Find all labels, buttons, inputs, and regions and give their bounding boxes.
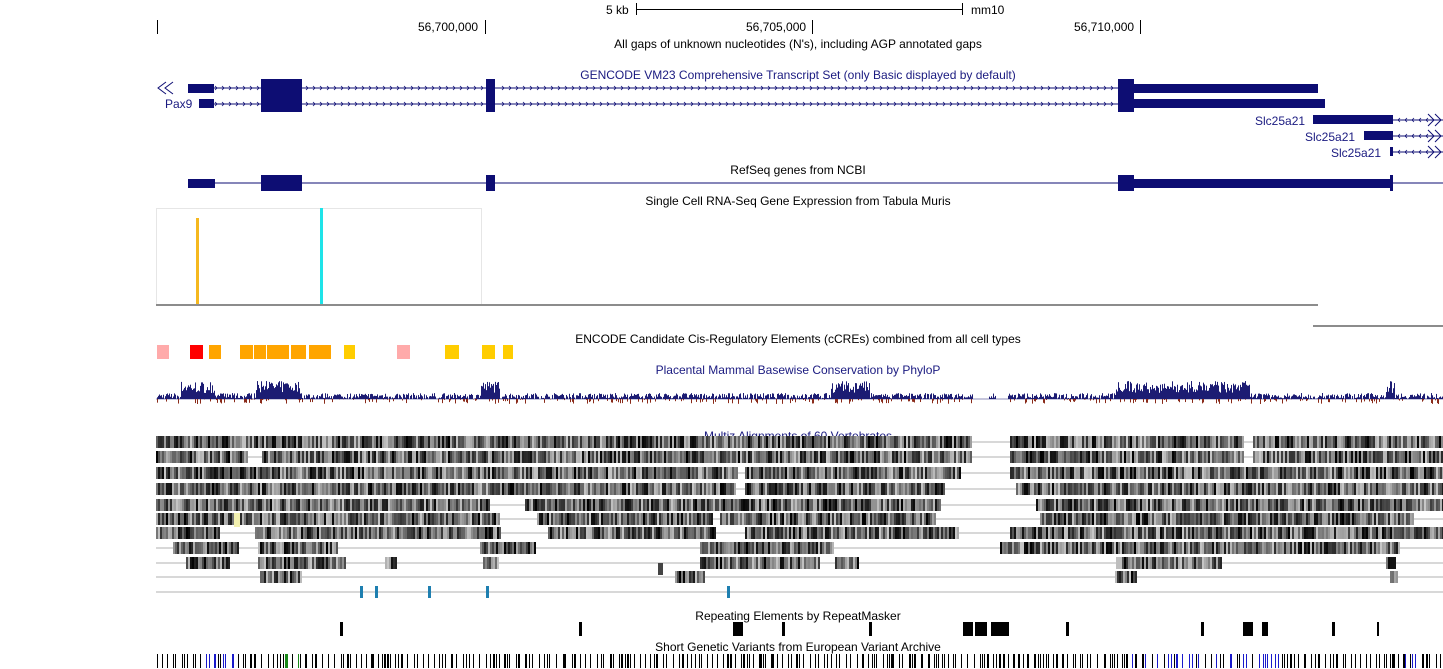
repeat-element bbox=[782, 622, 785, 636]
gene-label-pax9[interactable]: Pax9 bbox=[165, 97, 193, 111]
refseq-pax9-gene[interactable] bbox=[188, 175, 1443, 191]
ruler-label-2: 56,705,000 bbox=[746, 20, 807, 34]
ccre-box bbox=[503, 345, 513, 359]
gencode-pax9-transcript-1[interactable] bbox=[188, 79, 1318, 97]
ccre-box bbox=[344, 345, 355, 359]
gene-label-slc25a21-2[interactable]: Slc25a21 bbox=[1305, 130, 1356, 144]
ccre-box bbox=[291, 345, 306, 359]
gencode-slc25a21-transcripts[interactable] bbox=[1313, 115, 1443, 156]
repeat-element bbox=[1066, 622, 1069, 636]
repeatmasker-elements[interactable] bbox=[340, 622, 1379, 636]
repeat-element bbox=[1262, 622, 1268, 636]
tabula-bar-orange[interactable] bbox=[196, 218, 199, 304]
encode-ccre-elements[interactable] bbox=[157, 345, 513, 359]
repeat-track-title[interactable]: Repeating Elements by RepeatMasker bbox=[695, 609, 901, 623]
gene-label-slc25a21-3[interactable]: Slc25a21 bbox=[1331, 146, 1382, 160]
repeat-element bbox=[579, 622, 582, 636]
ccre-box bbox=[397, 345, 410, 359]
repeat-element bbox=[340, 622, 343, 636]
scale-bar-label: 5 kb bbox=[606, 3, 629, 17]
ccre-box bbox=[309, 345, 331, 359]
ccre-box bbox=[190, 345, 203, 359]
phylop-track-title[interactable]: Placental Mammal Basewise Conservation b… bbox=[655, 363, 941, 377]
ccre-box bbox=[445, 345, 459, 359]
ccre-box bbox=[157, 345, 169, 359]
repeat-element bbox=[1332, 622, 1335, 636]
repeat-element bbox=[963, 622, 973, 636]
phylop-conservation-wiggle[interactable] bbox=[156, 381, 1443, 404]
multiz-alignment-rows[interactable] bbox=[156, 436, 1443, 598]
ccre-box bbox=[209, 345, 221, 359]
gene-label-slc25a21-1[interactable]: Slc25a21 bbox=[1255, 114, 1306, 128]
gencode-pax9-transcript-2[interactable] bbox=[199, 96, 1325, 112]
gap-track-title[interactable]: All gaps of unknown nucleotides (N's), i… bbox=[614, 37, 982, 51]
ruler-tick-1 bbox=[485, 20, 486, 34]
eva-track-title[interactable]: Short Genetic Variants from European Var… bbox=[655, 640, 941, 654]
scale-bar bbox=[636, 9, 962, 10]
encode-track-title[interactable]: ENCODE Candidate Cis-Regulatory Elements… bbox=[575, 332, 1021, 346]
scale-bar-left-tick bbox=[636, 3, 637, 15]
repeat-element bbox=[975, 622, 987, 636]
ccre-box bbox=[240, 345, 253, 359]
ruler-label-1: 56,700,000 bbox=[418, 20, 479, 34]
repeat-element bbox=[1377, 622, 1379, 636]
repeat-element bbox=[991, 622, 1009, 636]
eva-variant-ticks[interactable] bbox=[157, 654, 1441, 668]
ruler-tick-2 bbox=[812, 20, 813, 34]
ccre-box bbox=[482, 345, 495, 359]
right-overflow-arrows[interactable] bbox=[1427, 113, 1442, 159]
intron-direction-chevrons bbox=[214, 85, 1429, 155]
ruler-label-3: 56,710,000 bbox=[1074, 20, 1135, 34]
left-overflow-arrows[interactable] bbox=[157, 81, 174, 95]
repeat-element bbox=[869, 622, 872, 636]
tabula-bar-cyan[interactable] bbox=[320, 208, 323, 304]
ruler-tick-3 bbox=[1140, 20, 1141, 34]
ccre-box bbox=[254, 345, 266, 359]
scale-bar-right-tick bbox=[962, 3, 963, 15]
repeat-element bbox=[733, 622, 743, 636]
tabula-baseline bbox=[156, 304, 1318, 306]
repeat-element bbox=[1243, 622, 1253, 636]
refseq-track-title[interactable]: RefSeq genes from NCBI bbox=[730, 163, 866, 177]
ruler-start-tick bbox=[157, 20, 158, 34]
tabula-baseline-right bbox=[1313, 325, 1443, 327]
repeat-element bbox=[1201, 622, 1204, 636]
tabula-track-title[interactable]: Single Cell RNA-Seq Gene Expression from… bbox=[645, 194, 951, 208]
assembly-label: mm10 bbox=[971, 3, 1005, 17]
ccre-box bbox=[267, 345, 289, 359]
gencode-track-title[interactable]: GENCODE VM23 Comprehensive Transcript Se… bbox=[580, 68, 1016, 82]
